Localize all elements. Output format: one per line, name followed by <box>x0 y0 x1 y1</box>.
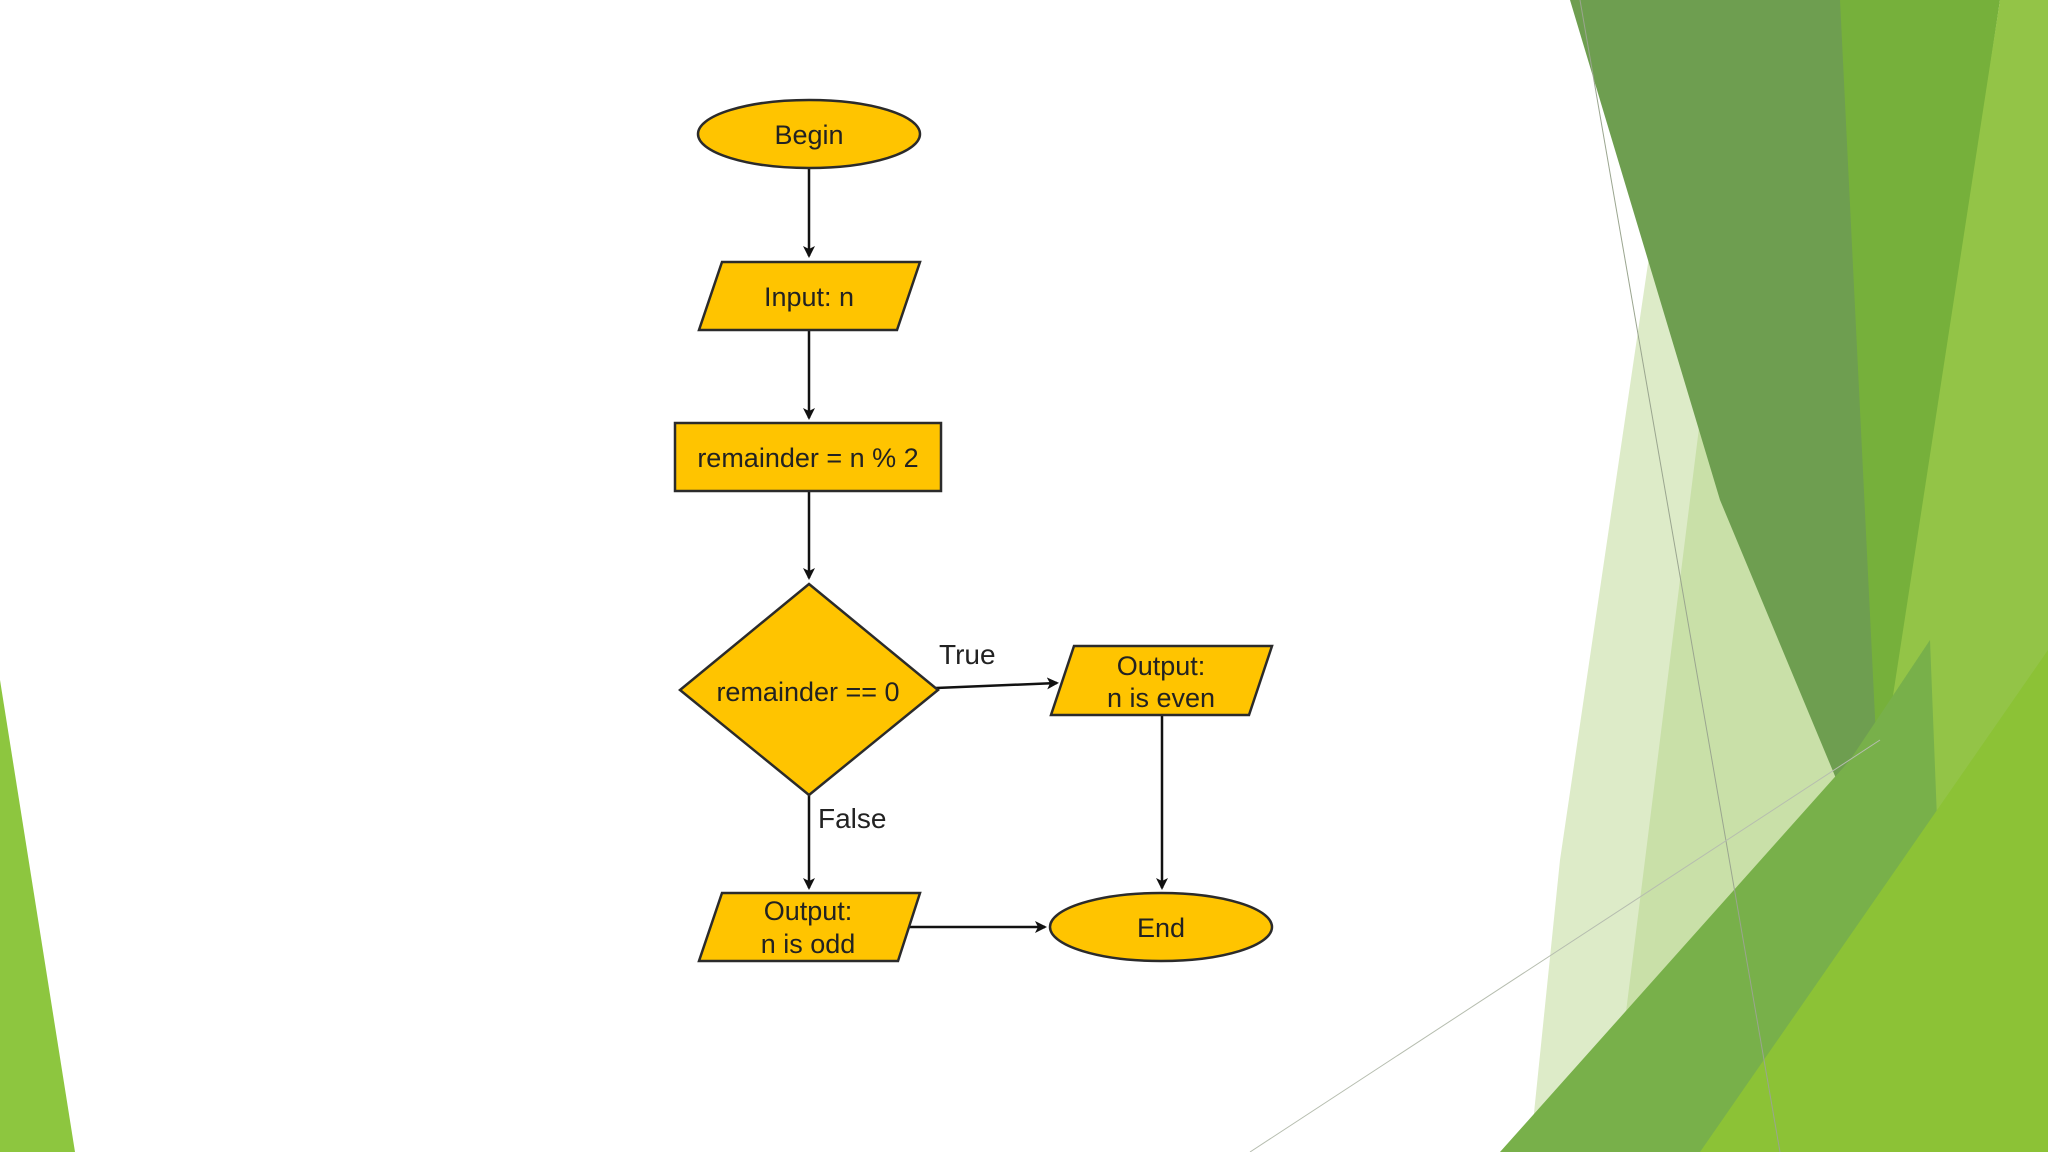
decor-line-1 <box>1579 0 1781 1152</box>
decor-line-2 <box>1249 739 1881 1152</box>
edge-label-false: False <box>818 803 886 834</box>
right-pale-shape-2 <box>1620 420 1900 1060</box>
compute-label: remainder = n % 2 <box>697 443 918 473</box>
output-odd-label-line2: n is odd <box>761 929 856 959</box>
input-label: Input: n <box>764 282 854 312</box>
end-label: End <box>1137 913 1185 943</box>
decision-diamond <box>678 582 940 797</box>
output-even-label-line2: n is even <box>1107 683 1215 713</box>
decision-label: remainder == 0 <box>716 677 899 707</box>
output-odd-parallelogram <box>697 891 922 963</box>
right-dark-panel-2 <box>1840 0 2000 820</box>
begin-terminator <box>696 98 922 170</box>
edge-decision-to-even <box>935 677 1059 690</box>
right-bottom-shape <box>1700 650 2048 1152</box>
input-parallelogram <box>697 260 922 332</box>
output-even-parallelogram <box>1049 644 1274 717</box>
end-terminator <box>1048 891 1274 963</box>
output-odd-label-line1: Output: <box>764 896 853 926</box>
compute-process-box <box>673 421 943 493</box>
right-dark-panel <box>1570 0 1940 860</box>
begin-label: Begin <box>774 120 843 150</box>
edge-label-true: True <box>939 639 996 670</box>
output-even-label-line1: Output: <box>1117 651 1206 681</box>
left-green-strip <box>0 680 75 1152</box>
